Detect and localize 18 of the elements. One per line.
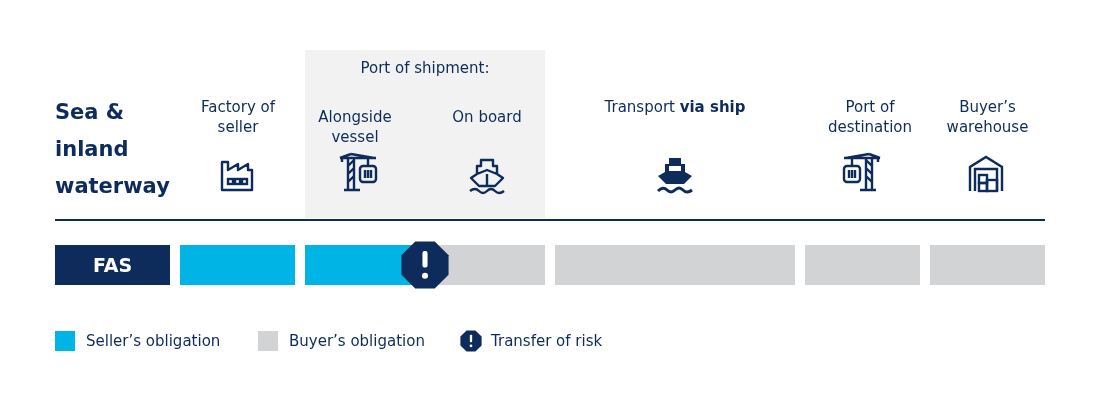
column-label: Buyer’s warehouse [945,97,1030,137]
column-label: Alongside vessel [317,107,393,147]
obligation-bar [930,245,1045,285]
obligation-bar [180,245,295,285]
term-label: FAS [91,253,134,278]
legend-label: Seller’s obligation [86,331,221,351]
column-label: Transport via ship [603,97,747,117]
column-label: On board [451,107,523,127]
legend-label: Transfer of risk [491,331,603,351]
term-box [55,245,170,285]
legend-label: Buyer’s obligation [289,331,425,351]
mode-heading: Sea & inland waterway [55,99,171,200]
panel-heading: Port of shipment: [359,58,491,78]
column-label: Factory of seller [200,97,277,137]
obligation-bar [555,245,795,285]
port-panel [305,50,545,218]
obligation-bar [805,245,920,285]
column-label: Port of destination [826,97,913,137]
